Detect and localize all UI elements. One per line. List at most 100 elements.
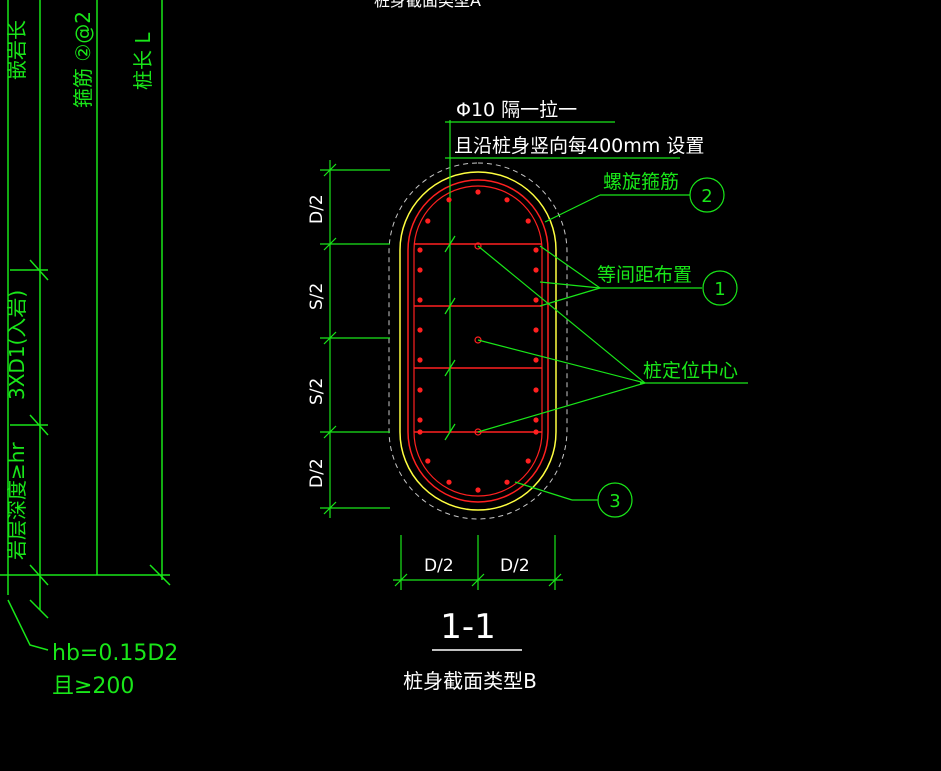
spiral-stirrup-inner [413,185,543,497]
rebar-dot [417,357,423,363]
tie-tick [444,297,456,315]
pile-center-mark [474,336,482,344]
dim-s2-text: S/2 [307,378,327,405]
center-lines [444,120,456,441]
callout-2-text: 2 [701,186,712,207]
rebar-dot [533,429,539,435]
vertical-dimensions [320,160,390,518]
note-line-2: 且沿桩身竖向每400mm 设置 [454,135,704,157]
dim-left-text: D/2 [424,556,454,576]
tie-tick [444,359,456,377]
dim-tick [323,163,337,177]
rebar-dot [417,387,423,393]
rebar-dot [417,267,423,273]
dim-tick [548,573,562,587]
table-tick [29,599,49,619]
vertical-dimension-texts: D/2 S/2 S/2 D/2 [307,194,327,488]
pile-centers [474,242,482,436]
dim-top-text: D/2 [307,194,327,224]
rebar-dot [504,197,510,203]
rebar-dot [446,479,452,485]
rebar-dot [475,189,481,195]
hb-text-line2: 且≥200 [52,674,134,699]
dim-tick [394,573,408,587]
rebar-dot [533,247,539,253]
rebar-dot [417,417,423,423]
outer-dashed-outline [388,162,568,520]
section-title: 桩身截面类型B [403,669,537,693]
dim-s1-text: S/2 [307,283,327,310]
callout-circle-3 [597,482,633,518]
leader-1a [539,245,601,289]
pile-outlines [388,162,568,520]
col1-mid-text: 3XD1(入岩) [5,290,29,400]
dim-tick [323,331,337,345]
pile-center-label: 桩定位中心 [643,360,738,382]
leader-center-a [477,245,646,384]
horizontal-dimension-texts: D/2 D/2 [424,556,530,576]
rebar-dot [425,218,431,224]
left-table [0,0,171,651]
table-tick [149,564,171,586]
rebar-dot [533,297,539,303]
annotation-leaders [445,121,748,518]
rebar-dot [533,267,539,273]
leader-center-b [477,339,646,384]
rebar-dot [417,247,423,253]
dim-tick [323,501,337,515]
table-tick [29,414,49,436]
dim-tick [471,573,485,587]
section-mark: 1-1 [440,607,496,647]
leader-2 [544,194,601,223]
rebar-dot [533,327,539,333]
col2-text: 箍筋 ②@2 [71,11,95,108]
tie-tick [444,235,456,253]
callout-1-text: 1 [714,279,725,300]
rebar-dot [417,429,423,435]
table-tick [29,564,49,586]
section-title-block: 1-1 桩身截面类型B [403,607,537,693]
hb-leader-line [7,599,49,651]
callout-circle-2 [689,177,725,213]
dim-right-text: D/2 [500,556,530,576]
annotation-texts: Φ10 隔一拉一 且沿桩身竖向每400mm 设置 螺旋箍筋 等间距布置 桩定位中… [454,99,738,512]
rebar-dot [446,197,452,203]
rebar-dot [525,218,531,224]
tie-bars [414,243,542,433]
top-title-partial: 桩身截面类型A [374,0,481,10]
pile-center-mark [474,242,482,250]
table-tick [29,259,49,281]
pile-outline [399,171,557,511]
col1-top-text: 嵌岩长 [5,20,29,80]
rebar-dot [533,357,539,363]
rebar-dot [417,297,423,303]
tie-tick [444,423,456,441]
rebar-dot [533,387,539,393]
longitudinal-rebars [417,189,539,493]
rebar-dot [425,458,431,464]
rebar-dot [475,487,481,493]
hb-text-line1: hb=0.15D2 [52,641,178,666]
col3-text: 桩长 L [131,32,155,90]
dim-tick [323,237,337,251]
callout-circle-1 [702,270,738,306]
leader-1b [539,281,601,289]
rebar-dot [417,327,423,333]
equal-spacing-label: 等间距布置 [597,264,692,286]
spiral-stirrup-label: 螺旋箍筋 [603,171,679,193]
pile-center-mark [474,428,482,436]
callout-3-text: 3 [609,491,620,512]
rebar-dot [504,479,510,485]
rebar-dot [533,417,539,423]
rebar-dot [525,458,531,464]
horizontal-dimensions [393,535,563,590]
leader-3 [514,481,573,501]
spiral-stirrup-outer [407,179,549,503]
col1-bottom-text: 岩层深度≥hr [5,442,29,560]
dim-tick [323,425,337,439]
leader-1c [539,287,601,307]
leader-center-c [477,382,646,433]
dim-bottom-text: D/2 [307,458,327,488]
note-line-1: Φ10 隔一拉一 [456,99,577,121]
